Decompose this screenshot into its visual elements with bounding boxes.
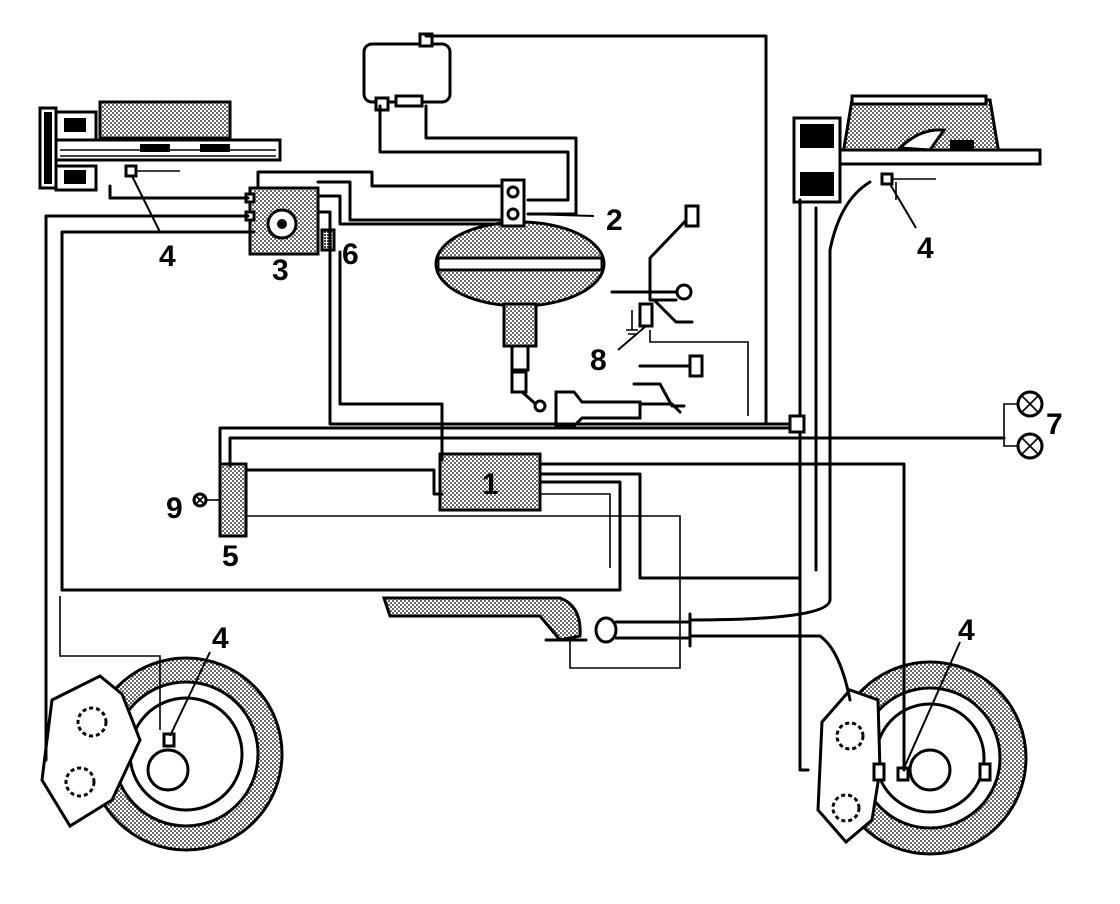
brake-pedal bbox=[610, 204, 704, 408]
label-pressure-switch: 6 bbox=[342, 238, 359, 271]
callout-leaders bbox=[131, 175, 961, 769]
rear-right-brake bbox=[816, 660, 1028, 856]
label-warning-lamps: 7 bbox=[1046, 408, 1063, 441]
label-pedal-switch: 8 bbox=[590, 344, 607, 377]
label-master-cylinder: 1 bbox=[482, 468, 499, 501]
indicator-lamp bbox=[192, 492, 220, 508]
wheel-sensor-front-right bbox=[880, 172, 936, 186]
pedal-switch bbox=[626, 302, 654, 335]
label-hydraulic-unit: 3 bbox=[272, 254, 289, 287]
pressure-switch bbox=[320, 228, 336, 252]
handbrake-lever bbox=[381, 596, 692, 648]
label-wheel-sensor-rear-right: 4 bbox=[958, 614, 975, 647]
label-wheel-sensor-front-left: 4 bbox=[159, 240, 176, 273]
callout-labels: 3 4 4 4 4 2 6 8 1 5 9 7 bbox=[159, 204, 1063, 655]
rear-left-brake bbox=[40, 656, 284, 852]
control-module bbox=[218, 462, 248, 538]
label-control-module: 5 bbox=[222, 540, 239, 573]
warning-lamps bbox=[1003, 390, 1044, 460]
wheel-sensor-front-left bbox=[124, 164, 180, 178]
label-brake-booster-port: 2 bbox=[606, 204, 623, 237]
label-indicator-lamp: 9 bbox=[166, 492, 183, 525]
hydraulic-unit bbox=[244, 186, 320, 256]
brake-booster bbox=[434, 178, 606, 372]
label-wheel-sensor-front-right: 4 bbox=[917, 232, 934, 265]
front-left-axle bbox=[38, 100, 282, 192]
pushrod-linkage bbox=[510, 368, 682, 428]
front-right-axle bbox=[792, 94, 1042, 204]
fluid-reservoir bbox=[362, 32, 452, 112]
label-wheel-sensor-rear-left: 4 bbox=[212, 622, 229, 655]
